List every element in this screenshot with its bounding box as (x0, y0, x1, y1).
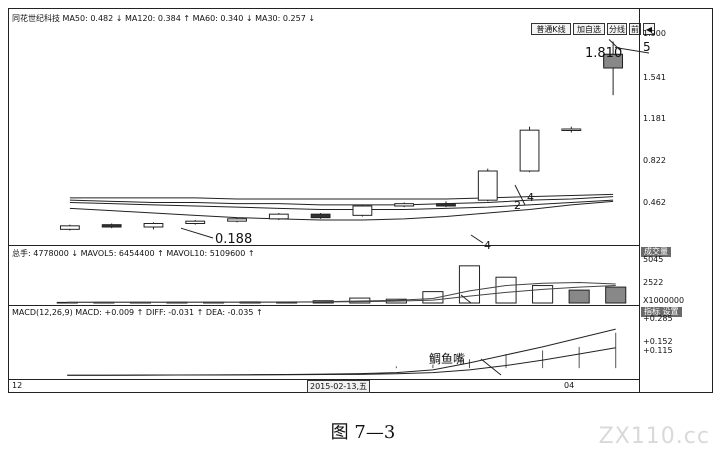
kline-type-button[interactable]: 普通K线 (531, 23, 571, 35)
volume-macd-divider (9, 305, 639, 306)
low-price-annotation: 0.188 (215, 232, 252, 247)
macd-tick-label: +0.115 (643, 346, 673, 355)
candle-body (268, 213, 289, 220)
high-price-arrow (608, 39, 622, 52)
volume-bar (532, 285, 554, 304)
price-tick-label: 0.462 (643, 198, 666, 207)
candle-body (519, 129, 540, 172)
wave-5-label: 5 (643, 40, 651, 54)
volume-bar (458, 265, 481, 304)
wave-2-label: 2 (514, 199, 521, 212)
x-axis-cursor-date: 2015-02-13,五 (307, 380, 371, 393)
volume-header: 总手: 4778000 ↓ MAVOL5: 6454400 ↑ MAVOL10:… (12, 249, 255, 258)
wave-4-upper-label: 4 (527, 191, 534, 204)
volume-ma-line (67, 285, 616, 303)
price-tick-label: 0.822 (643, 156, 666, 165)
price-ma-line (69, 200, 614, 221)
price-tick-label: 1.900 (643, 29, 666, 38)
volume-bar (605, 286, 627, 304)
x-axis-left-label: 12 (12, 381, 23, 390)
low-price-arrow (180, 227, 214, 239)
price-ma-line (69, 199, 614, 210)
volume-tick-label: X1000000 (643, 296, 685, 305)
macd-annotation-label: 鲷鱼嘴 (429, 352, 465, 366)
price-ma-line (69, 193, 614, 200)
wave-4-arrow (514, 184, 526, 206)
xaxis-divider (9, 379, 639, 380)
price-header: 同花世纪科技 MA50: 0.482 ↓ MA120: 0.384 ↑ MA60… (12, 14, 316, 23)
chart-frame: 同花世纪科技 MA50: 0.482 ↓ MA120: 0.384 ↑ MA60… (8, 8, 713, 393)
figure-caption: 图 7—3 (330, 422, 396, 443)
candle-body (227, 218, 247, 222)
volume-tick-label: 2522 (643, 278, 664, 287)
high-price-annotation: 1.810 (585, 46, 622, 61)
candle-body (352, 205, 373, 216)
wave-4-lower-arrow (470, 234, 484, 244)
arrow-left-icon[interactable]: ◀ (643, 23, 655, 35)
price-volume-divider (9, 245, 639, 246)
candle-body (185, 220, 206, 225)
candle-body (561, 128, 582, 131)
price-tick-label: 1.541 (643, 73, 666, 82)
macd-settings-tab[interactable]: 指标 设置 (641, 307, 682, 317)
candle-body-highlight (603, 53, 624, 69)
candle-body (394, 203, 415, 207)
candle-body (101, 224, 122, 228)
volume-bar (422, 291, 444, 304)
macd-line (67, 347, 616, 376)
macd-tick-label: +0.152 (643, 337, 673, 346)
macd-header: MACD(12,26,9) MACD: +0.009 ↑ DIFF: -0.03… (12, 308, 263, 317)
volume-bar (568, 289, 590, 304)
volume-arrow (460, 294, 472, 304)
macd-annotation-arrow (480, 358, 502, 376)
macd-tick-label: +0.285 (643, 314, 673, 323)
wave-5-arrow (615, 47, 650, 54)
minute-chart-button[interactable]: 分线 (607, 23, 627, 35)
candle-body (143, 223, 164, 228)
watermark: ZX110.cc (598, 424, 710, 449)
candle-body (59, 225, 80, 230)
y-axis-divider (639, 9, 640, 392)
prev-button[interactable]: 前 (629, 23, 641, 35)
volume-tab[interactable]: 成交量 (641, 247, 671, 257)
volume-tick-label: 5045 (643, 255, 664, 264)
price-tick-label: 1.181 (643, 114, 666, 123)
x-axis-right-label: 04 (564, 381, 575, 390)
candle-body (436, 203, 456, 207)
wave-4-lower-label: 4 (484, 239, 491, 252)
volume-bar (495, 276, 517, 304)
candle-body (477, 170, 498, 201)
candle-body (310, 213, 331, 219)
macd-line (67, 328, 616, 376)
add-favorite-button[interactable]: 加自选 (573, 23, 605, 35)
